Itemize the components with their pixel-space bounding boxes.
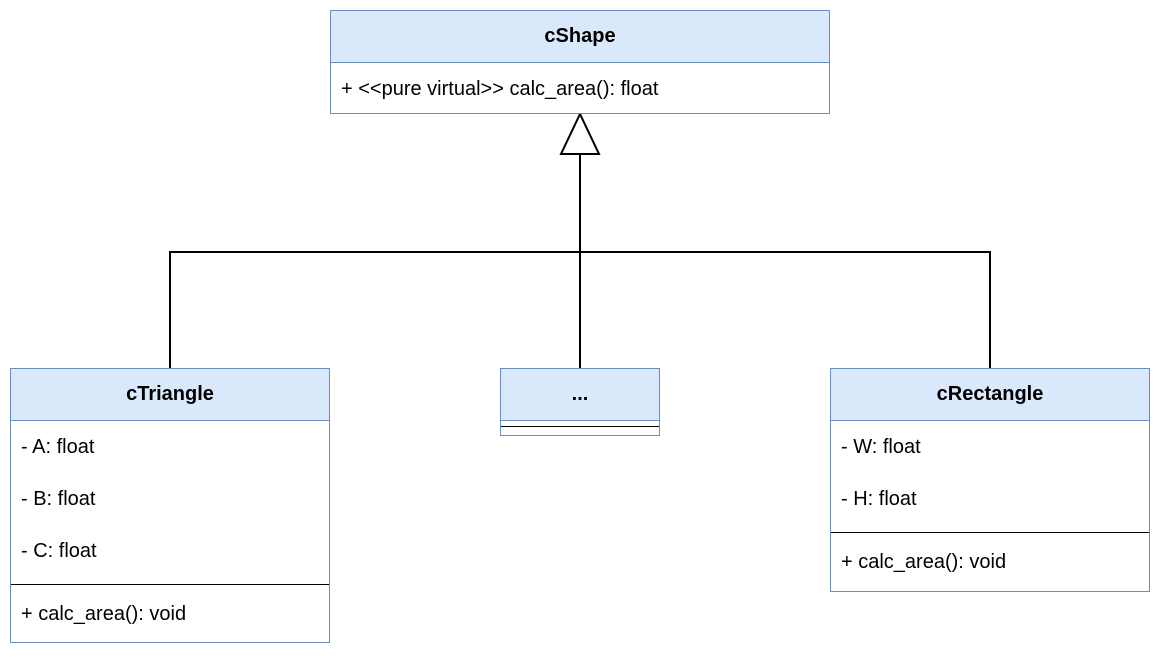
section-divider: [501, 421, 659, 427]
class-ellipsis[interactable]: ...: [500, 368, 660, 436]
attribute-b: - B: float: [21, 488, 96, 510]
class-ctriangle[interactable]: cTriangle - A: float - B: float - C: flo…: [10, 368, 330, 643]
class-name: ...: [501, 369, 659, 421]
method-calc-area: + calc_area(): void: [21, 603, 187, 625]
class-name: cShape: [331, 11, 829, 63]
triangle-connector: [169, 251, 580, 368]
method-calc-area: + <<pure virtual>> calc_area(): float: [341, 78, 659, 100]
class-name: cRectangle: [831, 369, 1149, 421]
methods-section: + calc_area(): void: [11, 585, 329, 643]
attributes-section: - A: float - B: float - C: float: [11, 421, 329, 577]
generalization-arrowhead: [559, 111, 601, 155]
attribute-w: - W: float: [841, 436, 921, 458]
class-crectangle[interactable]: cRectangle - W: float - H: float + calc_…: [830, 368, 1150, 592]
attribute-c: - C: float: [21, 540, 97, 562]
class-cshape[interactable]: cShape + <<pure virtual>> calc_area(): f…: [330, 10, 830, 114]
section-divider: [831, 532, 1149, 533]
section-divider: [11, 584, 329, 585]
method-calc-area: + calc_area(): void: [841, 551, 1007, 573]
class-name: cTriangle: [11, 369, 329, 421]
methods-section: + calc_area(): void: [831, 533, 1149, 591]
rectangle-connector: [580, 251, 991, 368]
attribute-a: - A: float: [21, 436, 95, 458]
attribute-h: - H: float: [841, 488, 917, 510]
attributes-section: - W: float - H: float: [831, 421, 1149, 525]
